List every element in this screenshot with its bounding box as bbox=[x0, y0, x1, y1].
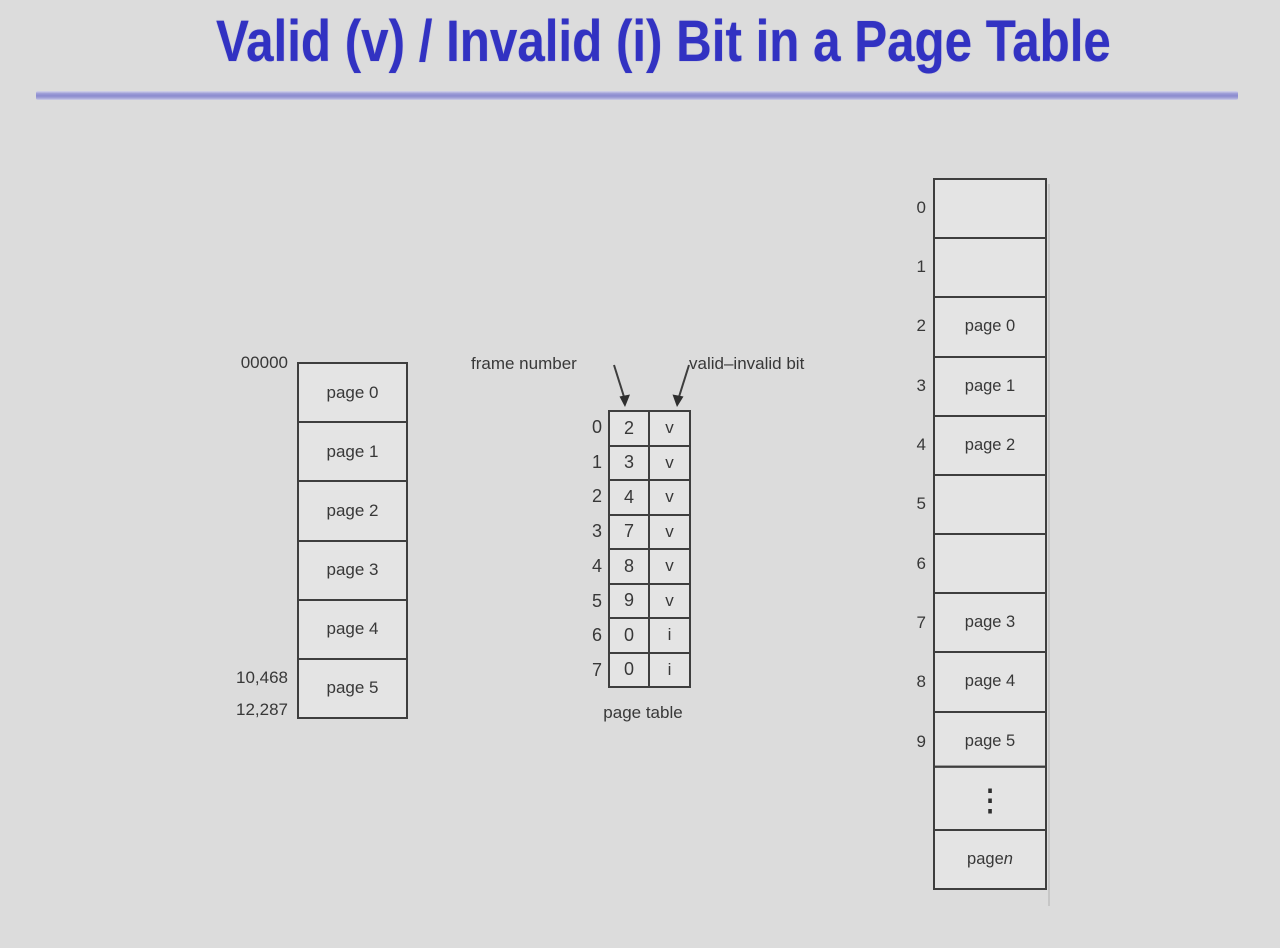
page-n-prefix: page bbox=[967, 849, 1004, 868]
page-table-index: 5 bbox=[591, 590, 602, 611]
logical-address-page5: 10,468 bbox=[236, 668, 288, 687]
frame-index bbox=[898, 831, 926, 890]
page-table-index: 0 bbox=[591, 416, 602, 437]
frame-number-cell: 3 bbox=[610, 446, 650, 479]
title-row: Valid (v) / Invalid (i) Bit in a Page Ta… bbox=[0, 10, 1280, 74]
physical-memory-frame: page 3 bbox=[935, 592, 1045, 651]
page-table-index: 6 bbox=[591, 625, 602, 646]
page-table-row: 3 v bbox=[610, 444, 689, 479]
more-frames-ellipsis: ⋮ bbox=[935, 765, 1045, 833]
physical-memory-frame: page 0 bbox=[935, 296, 1045, 355]
physical-memory-frame: page 2 bbox=[935, 414, 1045, 474]
physical-memory-frame: page 1 bbox=[935, 355, 1045, 415]
page-table-index: 2 bbox=[591, 486, 602, 507]
valid-invalid-bit-cell: i bbox=[667, 659, 672, 679]
frame-index: 6 bbox=[916, 553, 926, 573]
page-table-row: 8 v bbox=[610, 548, 689, 583]
frame-index bbox=[898, 771, 926, 830]
physical-memory-frame-page-n: page n bbox=[935, 828, 1045, 888]
logical-address-bottom: 12,287 bbox=[236, 700, 288, 719]
frame-number-cell: 8 bbox=[610, 550, 650, 583]
frame-index: 3 bbox=[916, 375, 926, 395]
valid-invalid-bit-cell: v bbox=[665, 452, 674, 472]
logical-memory-cell: page 4 bbox=[299, 598, 406, 658]
page-table-row: 0 i bbox=[610, 651, 689, 686]
frame-index: 0 bbox=[916, 197, 926, 217]
page-table-row: 7 v bbox=[610, 513, 689, 548]
logical-memory-cell: page 5 bbox=[299, 657, 406, 717]
frame-index: 7 bbox=[916, 612, 926, 632]
valid-invalid-bit-cell: v bbox=[665, 590, 674, 610]
physical-memory-box: page 0 page 1 page 2 page 3 page 4 page … bbox=[933, 178, 1047, 890]
physical-memory-index-column: 0 1 2 3 4 5 6 7 8 9 bbox=[898, 178, 926, 890]
page-table-index-column: 0 1 2 3 4 5 6 7 bbox=[586, 410, 602, 688]
valid-invalid-bit-cell: v bbox=[665, 521, 674, 541]
valid-invalid-bit-cell: v bbox=[665, 556, 674, 576]
valid-invalid-bit-cell: v bbox=[665, 418, 674, 438]
frame-number-label: frame number bbox=[471, 354, 577, 373]
frame-number-cell: 0 bbox=[610, 619, 650, 652]
frame-number-cell: 7 bbox=[610, 515, 650, 548]
page-table-row: 2 v bbox=[610, 412, 689, 445]
pointer-arrows bbox=[613, 364, 690, 407]
frame-number-cell: 9 bbox=[610, 584, 650, 617]
valid-invalid-bit-cell: v bbox=[665, 487, 674, 507]
valid-invalid-bit-cell: i bbox=[667, 625, 672, 645]
page-table-caption: page table bbox=[603, 703, 683, 722]
page-n-variable: n bbox=[1003, 849, 1013, 868]
frame-number-cell: 4 bbox=[610, 481, 650, 514]
frame-index: 9 bbox=[916, 731, 926, 751]
logical-memory-cell: page 3 bbox=[299, 539, 406, 599]
page-table-box: 2 v 3 v 4 v 7 v 8 v 9 v bbox=[608, 410, 691, 688]
valid-invalid-bit-label: valid–invalid bit bbox=[689, 354, 805, 373]
physical-memory-shadow-line bbox=[1048, 184, 1050, 906]
physical-memory: 0 1 2 3 4 5 6 7 8 9 page 0 page 1 page 2… bbox=[898, 178, 1047, 890]
physical-memory-frame bbox=[935, 473, 1045, 533]
page-title: Valid (v) / Invalid (i) Bit in a Page Ta… bbox=[215, 9, 1111, 74]
frame-number-cell: 2 bbox=[610, 412, 650, 445]
physical-memory-frame: page 5 bbox=[935, 710, 1045, 770]
frame-index: 4 bbox=[916, 434, 926, 454]
page-table-index: 1 bbox=[591, 451, 602, 472]
page-table-index: 3 bbox=[591, 521, 602, 542]
physical-memory-frame: page 4 bbox=[935, 651, 1045, 710]
logical-memory-cell: page 1 bbox=[299, 421, 406, 480]
frame-index: 8 bbox=[916, 672, 926, 692]
title-underline bbox=[36, 91, 1238, 100]
page-table-index: 7 bbox=[591, 660, 602, 681]
frame-index: 5 bbox=[916, 494, 926, 514]
page-table-index: 4 bbox=[591, 555, 602, 576]
logical-address-top: 00000 bbox=[240, 353, 288, 372]
page-table-row: 4 v bbox=[610, 479, 689, 514]
frame-index: 1 bbox=[916, 256, 926, 276]
logical-memory-cell: page 2 bbox=[299, 480, 406, 539]
page-table: 0 1 2 3 4 5 6 7 2 v 3 v 4 v 7 v bbox=[586, 410, 691, 688]
logical-memory-column: page 0 page 1 page 2 page 3 page 4 page … bbox=[297, 362, 408, 719]
logical-memory-cell: page 0 bbox=[326, 382, 379, 402]
physical-memory-frame bbox=[935, 237, 1045, 296]
physical-memory-frame bbox=[935, 533, 1045, 592]
frame-index: 2 bbox=[916, 316, 926, 336]
physical-memory-frame bbox=[935, 180, 1045, 237]
page-table-row: 9 v bbox=[610, 582, 689, 617]
page-table-row: 0 i bbox=[610, 617, 689, 652]
frame-number-cell: 0 bbox=[610, 653, 650, 686]
